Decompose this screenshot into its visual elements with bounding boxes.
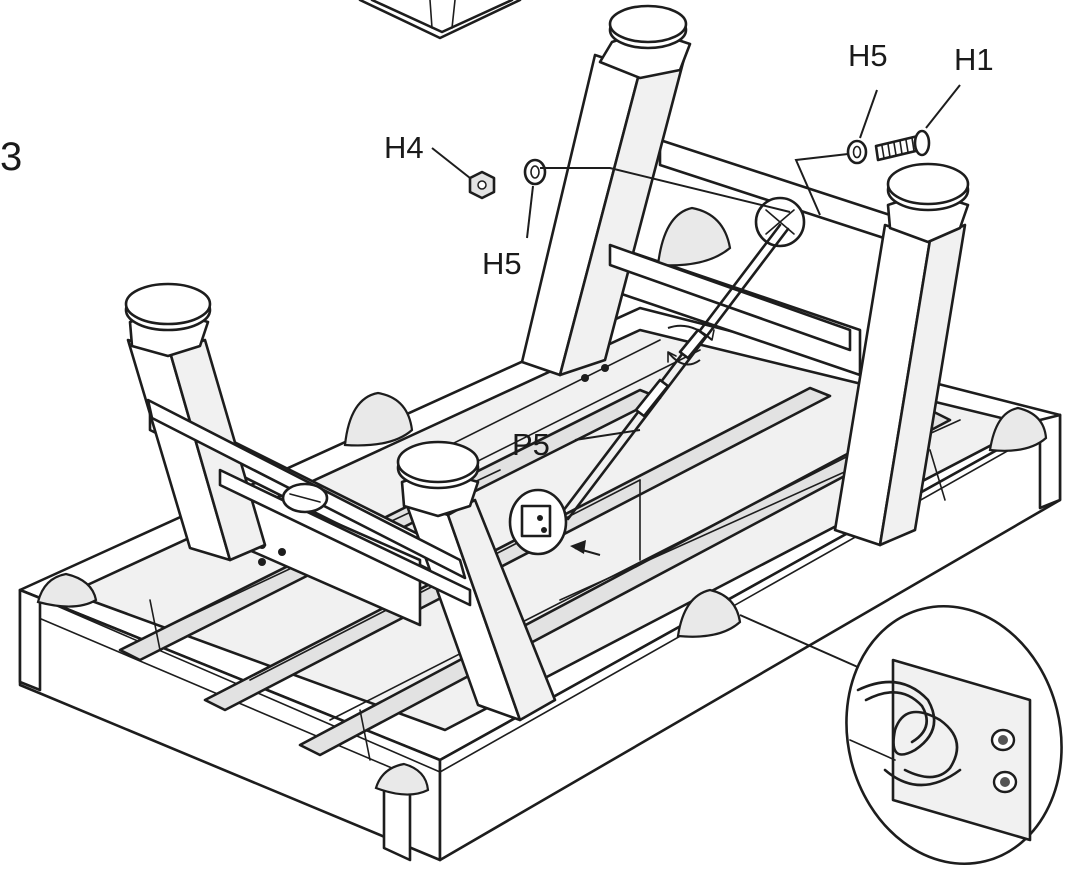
hook-bracket xyxy=(508,488,568,556)
detail-callout xyxy=(845,604,1063,866)
h1-bolt xyxy=(874,129,931,162)
front-leg-brace xyxy=(146,398,472,607)
h5-washer-right xyxy=(846,139,868,165)
label-h5-right: H5 xyxy=(848,38,888,73)
hardware-parts xyxy=(431,84,961,669)
h5-washer-left xyxy=(523,158,547,186)
h4-nut xyxy=(468,170,496,200)
label-h4: H4 xyxy=(384,130,424,165)
perforated-pads xyxy=(36,206,1048,796)
table-legs xyxy=(124,4,970,722)
back-leg-brace xyxy=(608,196,852,352)
label-h1: H1 xyxy=(954,42,994,77)
p5-tension-bar xyxy=(558,223,790,521)
label-p5: P5 xyxy=(512,427,550,462)
label-h5-left: H5 xyxy=(482,246,522,281)
direction-arrow xyxy=(570,540,601,556)
step-number: 3 xyxy=(0,135,22,179)
previous-step-fragment xyxy=(358,0,522,40)
